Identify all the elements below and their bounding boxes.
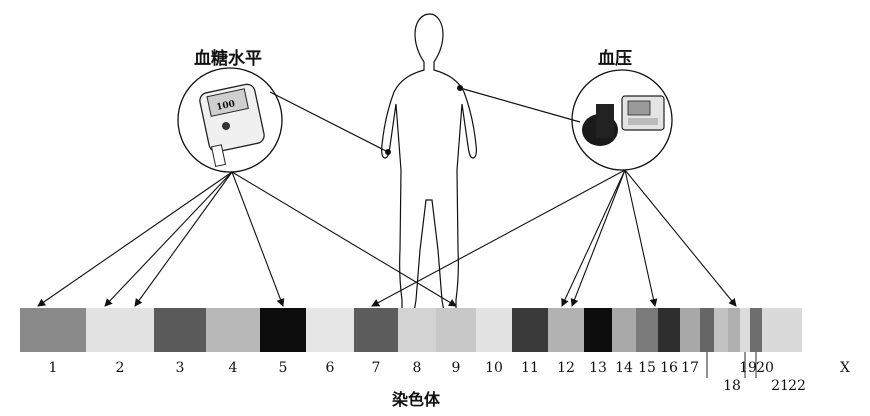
blood-pressure-monitor-icon <box>582 95 665 146</box>
pressure-arrow-7 <box>371 169 626 307</box>
chromosome-label-X: X <box>840 360 850 376</box>
pressure-connector <box>459 87 581 123</box>
chromosome-label-22: 22 <box>788 378 806 394</box>
chromosome-label-3: 3 <box>176 360 185 376</box>
pressure-arrow-12 <box>570 169 626 307</box>
chromosome-label-14: 14 <box>615 360 633 376</box>
chromosome-label-15: 15 <box>638 360 656 376</box>
chromosome-bar <box>20 308 802 352</box>
glucose-arrow-2 <box>134 171 233 307</box>
chromosome-label-19: 19 <box>739 360 757 376</box>
chromosome-2 <box>86 308 154 352</box>
chromosome-10 <box>476 308 512 352</box>
glucose-arrow-5 <box>231 171 285 307</box>
chromosome-15 <box>636 308 658 352</box>
chromosome-label-1: 1 <box>49 360 58 376</box>
chromosome-label-11: 11 <box>521 360 539 376</box>
chromosome-1 <box>20 308 86 352</box>
human-figure-icon <box>381 13 477 326</box>
chromosome-19 <box>714 308 728 352</box>
pressure-arrow-15 <box>624 169 658 307</box>
chromosome-14 <box>612 308 636 352</box>
chromosome-21 <box>740 308 750 352</box>
blood-pressure-callout <box>571 69 673 171</box>
chromosome-label-9: 9 <box>452 360 461 376</box>
glucose-meter-icon: 100 <box>199 83 265 168</box>
chromosome-label-7: 7 <box>372 360 381 376</box>
chromosome-label-21: 21 <box>771 378 789 394</box>
chromosome-7 <box>354 308 398 352</box>
meter-display-text: 100 <box>216 99 236 113</box>
chromosome-X <box>762 308 802 352</box>
chromosome-label-10: 10 <box>485 360 503 376</box>
chromosome-label-2: 2 <box>116 360 125 376</box>
pressure-arrow-12 <box>561 169 626 307</box>
pressure-label: 血压 <box>598 48 632 69</box>
chromosome-4 <box>206 308 260 352</box>
chromosome-label-6: 6 <box>326 360 335 376</box>
chromosome-label-17: 17 <box>681 360 699 376</box>
chromosome-20 <box>728 308 740 352</box>
chromosome-label-13: 13 <box>589 360 607 376</box>
chromosome-18 <box>700 308 714 352</box>
chromosome-label-18: 18 <box>723 378 741 394</box>
chromosome-16 <box>658 308 680 352</box>
glucose-meter-callout: 100 <box>177 67 283 173</box>
glucose-arrow-9 <box>231 171 457 307</box>
chromosome-6 <box>306 308 354 352</box>
glucose-connector <box>269 91 389 153</box>
pressure-arrow-20 <box>624 169 737 307</box>
axis-label: 染色体 <box>391 390 441 409</box>
chromosome-label-16: 16 <box>660 360 678 376</box>
chromosome-label-4: 4 <box>229 360 238 376</box>
chromosome-label-12: 12 <box>557 360 575 376</box>
chromosome-label-5: 5 <box>279 360 288 376</box>
glucose-label: 血糖水平 <box>194 48 262 69</box>
chromosome-13 <box>584 308 612 352</box>
chromosome-22 <box>750 308 762 352</box>
chromosome-3 <box>154 308 206 352</box>
glucose-arrow-1 <box>37 171 233 307</box>
chromosome-5 <box>260 308 306 352</box>
chromosome-11 <box>512 308 548 352</box>
chromosome-17 <box>680 308 700 352</box>
chromosome-label-20: 20 <box>756 360 774 376</box>
glucose-arrow-2 <box>104 171 233 307</box>
chromosome-label-8: 8 <box>413 360 422 376</box>
chromosome-8 <box>398 308 436 352</box>
chromosome-12 <box>548 308 584 352</box>
chromosome-9 <box>436 308 476 352</box>
association-arrows <box>37 169 737 307</box>
